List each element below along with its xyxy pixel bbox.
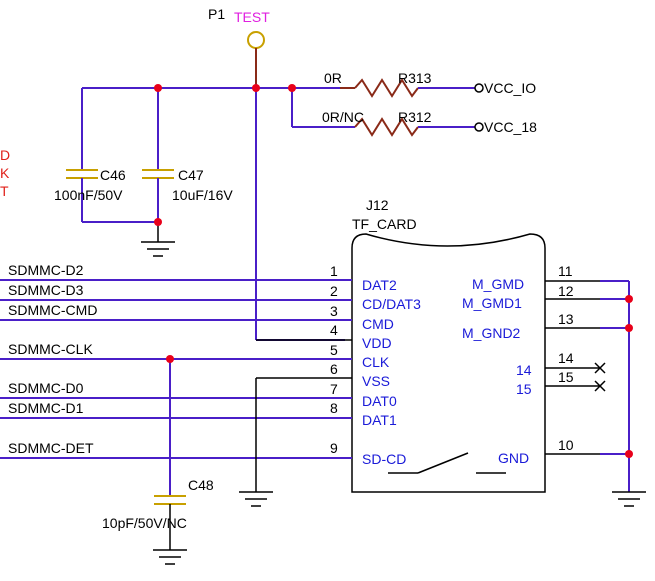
junction-dot (166, 355, 174, 363)
pin-name-vdd: VDD (362, 335, 392, 351)
junction-dot (625, 324, 633, 332)
pin-name-15: 15 (516, 381, 532, 397)
net-label-sdmmc-d2: SDMMC-D2 (8, 262, 84, 278)
pin-name-sd-cd: SD-CD (362, 451, 406, 467)
test-point-circle (247, 31, 265, 49)
pin-name-m-gmd: M_GMD (472, 276, 524, 292)
vcc-18-label: VCC_18 (484, 119, 537, 135)
pin-name-dat1: DAT1 (362, 412, 397, 428)
c47-ref: C47 (178, 167, 204, 183)
pin-number: 3 (330, 303, 338, 319)
r313-value: 0R (324, 70, 342, 86)
net-label-sdmmc-d1: SDMMC-D1 (8, 400, 84, 416)
pin-number: 7 (330, 381, 338, 397)
connector-ref: J12 (366, 197, 389, 213)
edge-text-2: K (0, 165, 10, 181)
junction-dot (252, 84, 260, 92)
pin-number: 5 (330, 342, 338, 358)
ground-icon (239, 491, 273, 507)
vcc-io-label: VCC_IO (484, 80, 536, 96)
tf-card-body (351, 233, 546, 493)
c48-value: 10pF/50V/NC (102, 515, 187, 531)
connector-part: TF_CARD (352, 216, 417, 232)
net-label-sdmmc-clk: SDMMC-CLK (8, 341, 93, 357)
vcc-io-terminal-icon (474, 83, 484, 93)
pin-number: 4 (330, 322, 338, 338)
card-detect-switch-icon (388, 452, 506, 474)
net-label-sdmmc-d0: SDMMC-D0 (8, 380, 84, 396)
c48-ref: C48 (188, 477, 214, 493)
c47-value: 10uF/16V (172, 187, 233, 203)
pin-number: 2 (330, 283, 338, 299)
junction-dot (288, 84, 296, 92)
pin-name-gnd: GND (498, 450, 529, 466)
test-point-ref: P1 (208, 6, 225, 22)
net-label-sdmmc-det: SDMMC-DET (8, 440, 94, 456)
pin-name-clk: CLK (362, 354, 390, 370)
pin-number: 8 (330, 400, 338, 416)
r312-resistor (354, 117, 419, 137)
junction-dot (154, 84, 162, 92)
ground-icon (141, 241, 175, 257)
net-label-sdmmc-cmd: SDMMC-CMD (8, 302, 97, 318)
pin-name-14: 14 (516, 362, 532, 378)
pin-name-m-gmd1: M_GMD1 (462, 295, 522, 311)
ground-icon (153, 549, 187, 565)
pin-name-cmd: CMD (362, 316, 394, 332)
pin-number: 1 (330, 263, 338, 279)
vcc-18-terminal-icon (474, 122, 484, 132)
pin-number: 11 (558, 263, 573, 279)
pin-name-vss: VSS (362, 373, 390, 389)
c46-ref: C46 (100, 167, 126, 183)
pin-name-dat2: DAT2 (362, 277, 397, 293)
pin-name-dat0: DAT0 (362, 393, 397, 409)
pin-name-m-gnd2: M_GND2 (462, 325, 521, 341)
edge-text-3: T (0, 183, 9, 199)
ground-icon (612, 491, 646, 507)
r312-ref: R312 (398, 109, 432, 125)
no-connect-icon (594, 380, 606, 392)
r312-value: 0R/NC (322, 109, 364, 125)
junction-dot (625, 450, 633, 458)
pin-number: 12 (558, 283, 574, 299)
no-connect-icon (594, 362, 606, 374)
c46-value: 100nF/50V (54, 187, 123, 203)
pin-name-cd-dat3: CD/DAT3 (362, 296, 421, 312)
pin-number: 10 (558, 437, 574, 453)
pin-number: 14 (558, 350, 574, 366)
junction-dot (154, 218, 162, 226)
pin-number: 13 (558, 311, 574, 327)
r313-ref: R313 (398, 70, 432, 86)
r313-resistor (354, 78, 419, 98)
pin-number: 6 (330, 361, 338, 377)
pin-number: 9 (330, 440, 338, 456)
pin-number: 15 (558, 369, 574, 385)
net-label-sdmmc-d3: SDMMC-D3 (8, 282, 84, 298)
junction-dot (625, 295, 633, 303)
test-point-name: TEST (234, 9, 270, 25)
edge-text-1: D (0, 147, 10, 163)
